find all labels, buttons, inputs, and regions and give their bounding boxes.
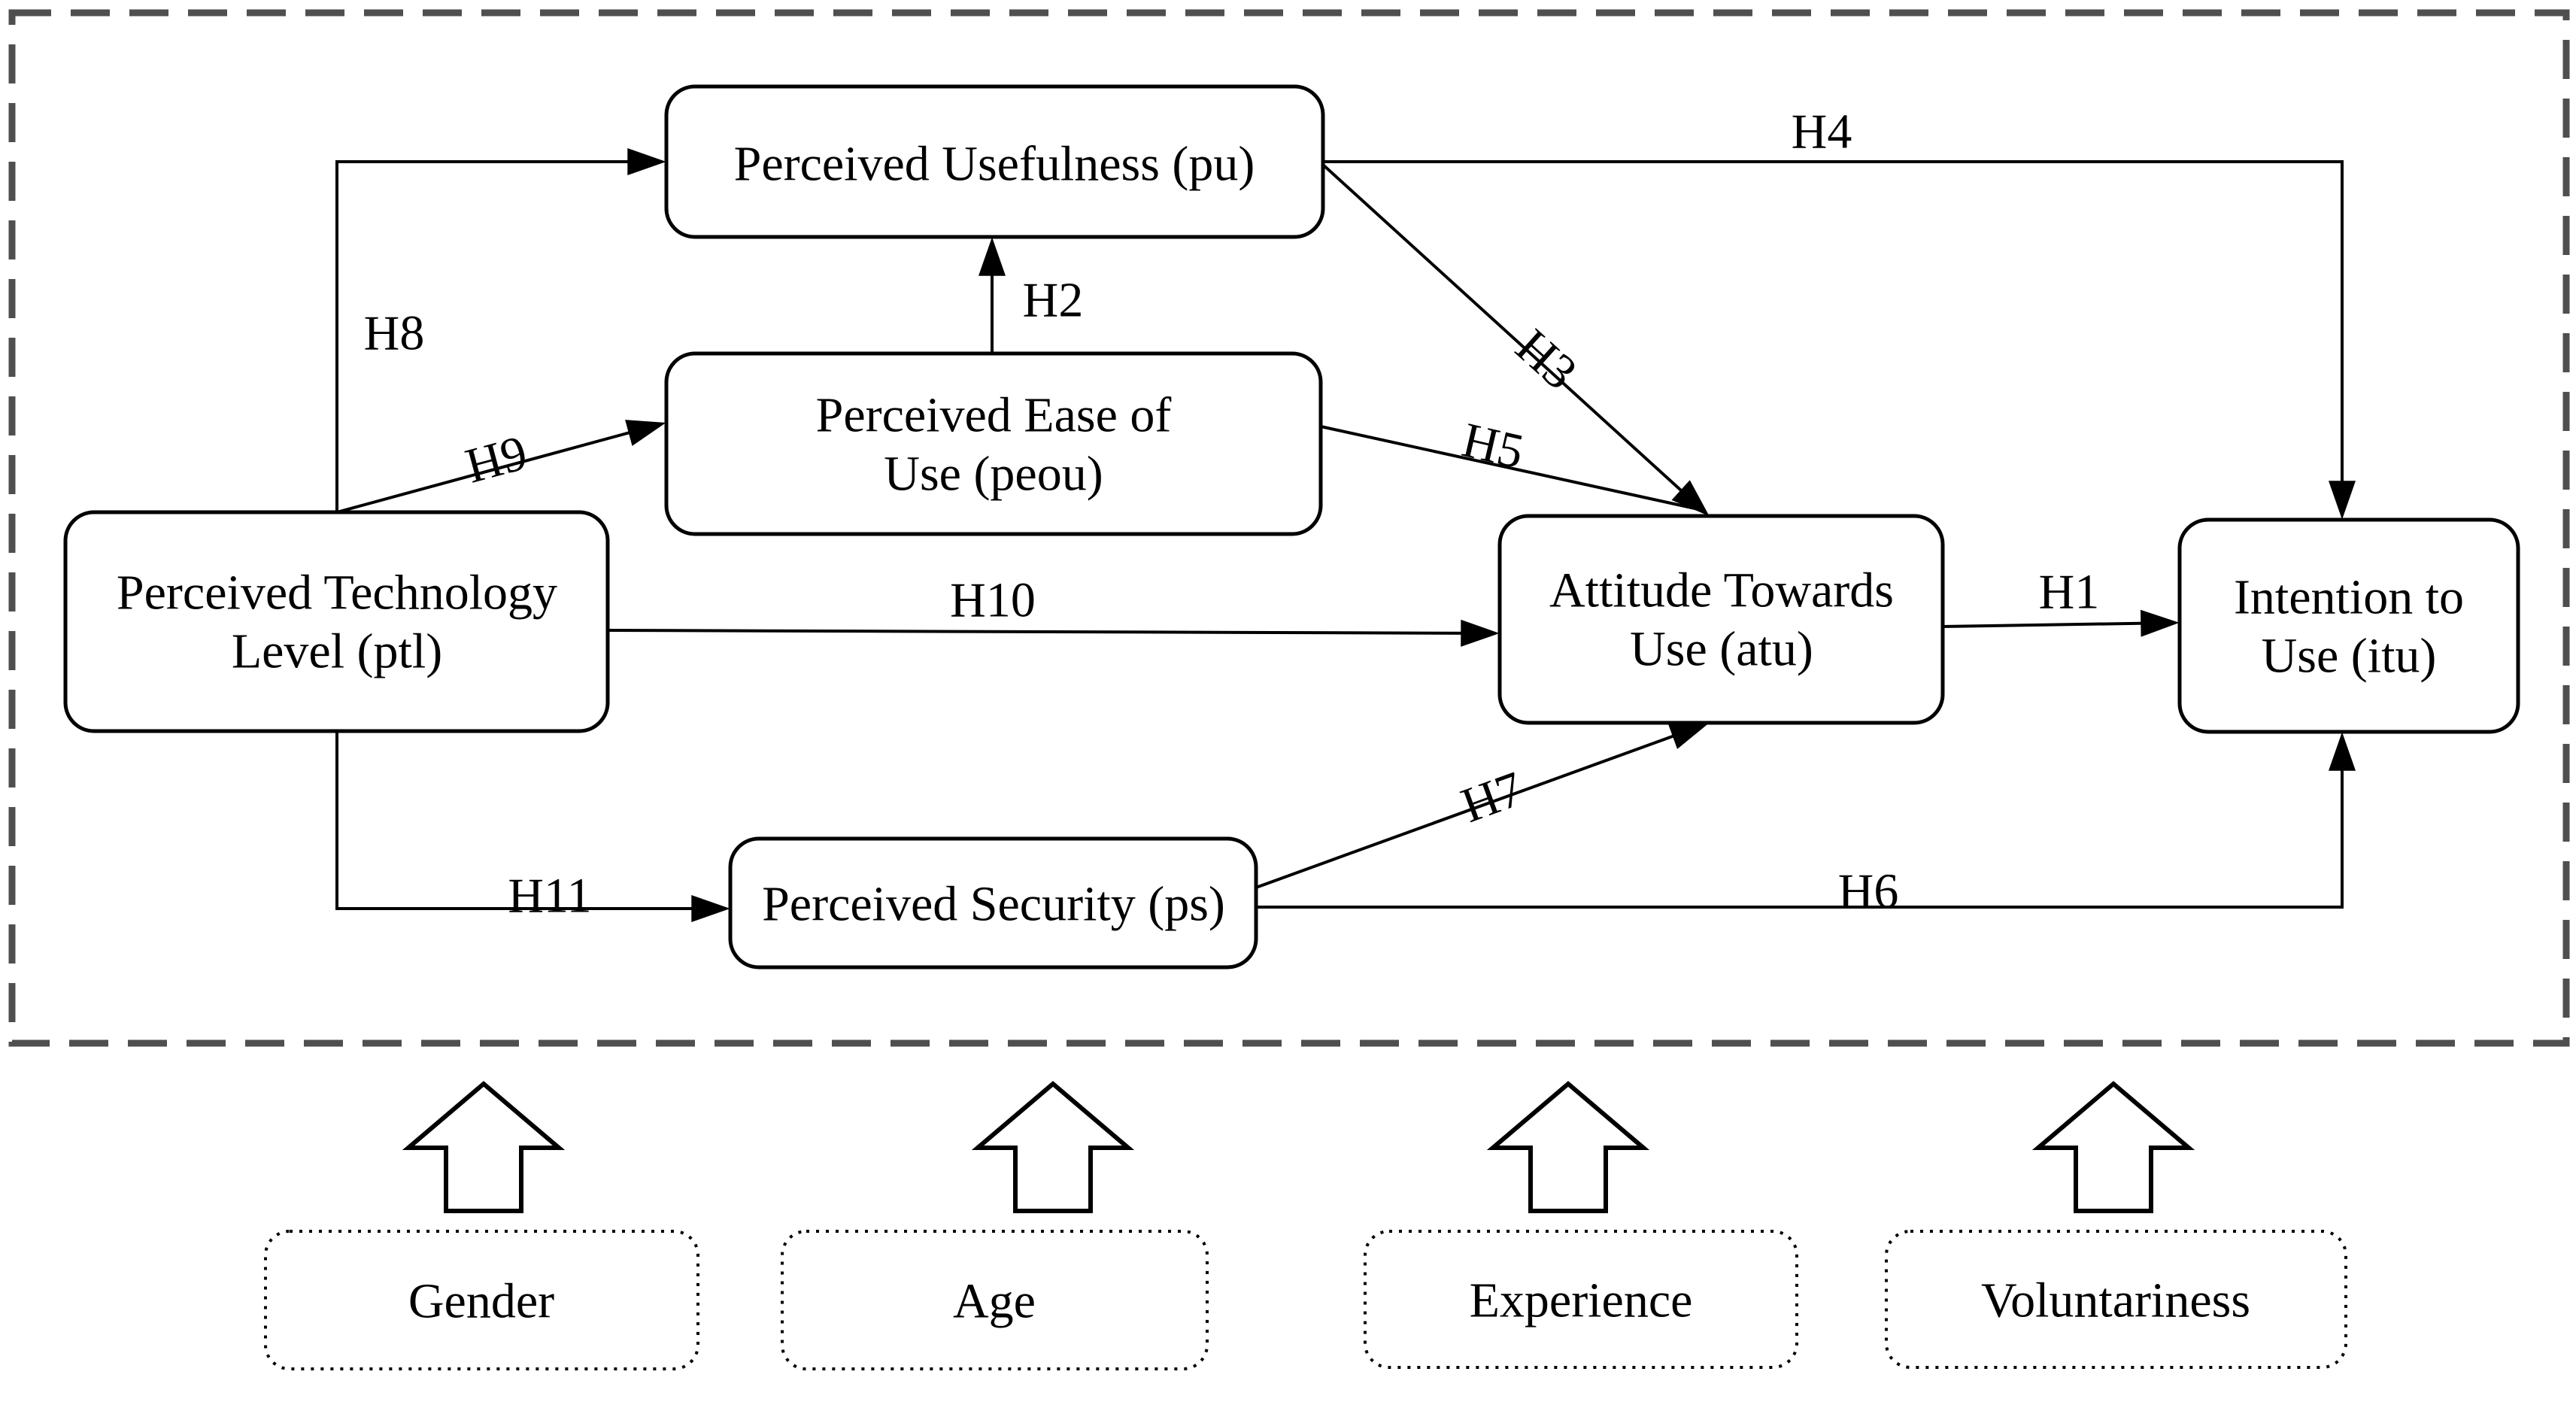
moderator-gender: Gender	[264, 1230, 699, 1370]
arrow-h11-ptl-to-ps	[335, 731, 730, 922]
node-peou-box	[664, 351, 1323, 536]
label-h1: H1	[2039, 565, 2100, 620]
moderator-experience-box	[1364, 1230, 1798, 1369]
label-h2: H2	[1023, 273, 1084, 328]
label-h5: H5	[1457, 412, 1528, 479]
moderator-experience: Experience	[1364, 1230, 1798, 1369]
moderator-voluntariness-box	[1885, 1230, 2347, 1369]
arrow-h9-ptl-to-peou	[336, 420, 666, 514]
node-atu-label-line2: Use (atu)	[1630, 622, 1813, 677]
node-intention-to-use: Intention to Use (itu)	[2177, 517, 2520, 734]
label-h10: H10	[950, 573, 1036, 628]
node-ptl-label-line1: Perceived Technology	[117, 566, 557, 621]
arrow-h8-ptl-to-pu	[335, 148, 666, 512]
node-perceived-technology-level: Perceived Technology Level (ptl)	[63, 510, 610, 733]
node-ptl-label-line2: Level (ptl)	[232, 624, 442, 679]
node-itu-box	[2177, 517, 2520, 734]
node-perceived-ease-of-use: Perceived Ease of Use (peou)	[664, 351, 1323, 536]
arrow-h7-ps-to-atu	[1255, 723, 1710, 889]
hypothesis-arrows	[335, 148, 2356, 922]
node-itu-label-line1: Intention to	[2234, 570, 2464, 625]
arrow-h4-pu-to-itu	[1323, 160, 2356, 520]
up-block-arrow-icon-voluntariness	[2031, 1081, 2195, 1213]
node-ptl-box	[63, 510, 610, 733]
node-peou-label-line1: Perceived Ease of	[816, 388, 1172, 443]
moderator-gender-box	[264, 1230, 699, 1370]
up-block-arrow-icon-age	[971, 1081, 1135, 1213]
node-perceived-security: Perceived Security (ps)	[728, 836, 1258, 970]
moderator-voluntariness: Voluntariness	[1885, 1230, 2347, 1369]
node-itu-label-line2: Use (itu)	[2262, 629, 2437, 684]
moderator-age: Age	[781, 1230, 1209, 1370]
moderator-age-box	[781, 1230, 1209, 1370]
moderator-up-arrows	[402, 1081, 2195, 1213]
label-h11: H11	[508, 869, 591, 924]
arrow-h6-ps-to-itu	[1256, 732, 2356, 909]
arrow-h1-atu-to-itu	[1942, 609, 2180, 637]
moderator-voluntariness-label: Voluntariness	[1981, 1273, 2250, 1328]
arrow-h3-pu-to-atu	[1321, 163, 1710, 517]
label-h8: H8	[364, 306, 425, 361]
label-h4: H4	[1792, 105, 1852, 159]
node-perceived-usefulness: Perceived Usefulness (pu)	[664, 84, 1325, 239]
node-attitude-towards-use: Attitude Towards Use (atu)	[1497, 514, 1945, 725]
node-atu-box	[1497, 514, 1945, 725]
node-pu-label: Perceived Usefulness (pu)	[734, 137, 1255, 192]
up-block-arrow-icon-gender	[402, 1081, 566, 1213]
node-pu-box	[664, 84, 1325, 239]
arrow-h5-peou-to-atu	[1320, 425, 1699, 511]
label-h6: H6	[1838, 864, 1899, 919]
moderator-gender-label: Gender	[408, 1274, 554, 1329]
model-boundary-dashed-border	[8, 9, 2570, 1047]
moderator-age-label: Age	[953, 1274, 1036, 1329]
node-atu-label-line1: Attitude Towards	[1549, 563, 1894, 618]
node-ps-label: Perceived Security (ps)	[762, 877, 1225, 932]
moderator-experience-label: Experience	[1470, 1273, 1693, 1328]
up-block-arrow-icon-experience	[1486, 1081, 1650, 1213]
node-ps-box	[728, 836, 1258, 970]
node-peou-label-line2: Use (peou)	[884, 447, 1103, 502]
arrow-h10-ptl-to-atu	[607, 619, 1500, 647]
